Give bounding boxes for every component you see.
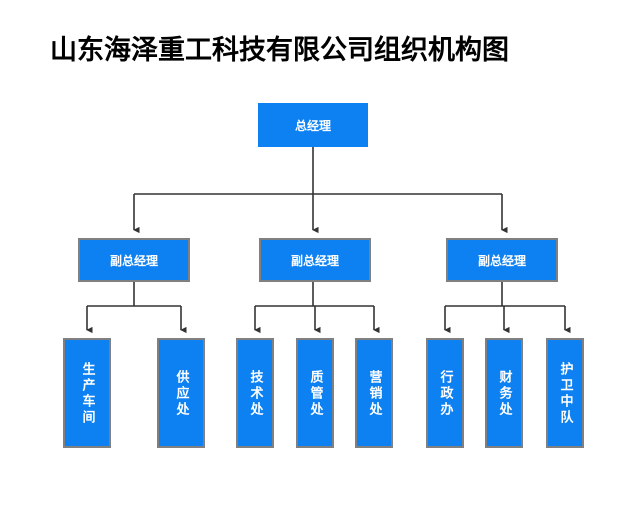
- org-node-security-squad[interactable]: 护卫中队: [546, 338, 584, 448]
- org-node-label: 护卫中队: [557, 362, 573, 426]
- org-node-quality-management-department[interactable]: 质管处: [296, 338, 334, 448]
- org-node-finance-department[interactable]: 财务处: [485, 338, 523, 448]
- org-node-label: 行政办: [437, 370, 453, 418]
- page-title: 山东海泽重工科技有限公司组织机构图: [50, 35, 509, 66]
- org-node-deputy-general-manager-1[interactable]: 副总经理: [78, 238, 190, 282]
- org-node-administration-office[interactable]: 行政办: [426, 338, 464, 448]
- org-node-production-workshop[interactable]: 生产车间: [63, 338, 111, 448]
- org-node-technology-department[interactable]: 技术处: [236, 338, 274, 448]
- org-node-label: 副总经理: [290, 253, 339, 268]
- org-node-marketing-department[interactable]: 营销处: [355, 338, 393, 448]
- org-node-label: 副总经理: [109, 253, 158, 268]
- org-node-label: 生产车间: [79, 362, 95, 426]
- org-node-label: 营销处: [366, 370, 382, 418]
- org-node-general-manager[interactable]: 总经理: [258, 103, 368, 147]
- org-node-deputy-general-manager-3[interactable]: 副总经理: [446, 238, 558, 282]
- org-node-supply-department[interactable]: 供应处: [157, 338, 205, 448]
- org-node-deputy-general-manager-2[interactable]: 副总经理: [259, 238, 371, 282]
- org-node-label: 总经理: [294, 118, 331, 133]
- org-node-label: 副总经理: [477, 253, 526, 268]
- org-node-label: 技术处: [247, 370, 263, 418]
- org-node-label: 供应处: [173, 370, 189, 418]
- org-node-label: 财务处: [496, 370, 512, 418]
- org-node-label: 质管处: [307, 370, 323, 418]
